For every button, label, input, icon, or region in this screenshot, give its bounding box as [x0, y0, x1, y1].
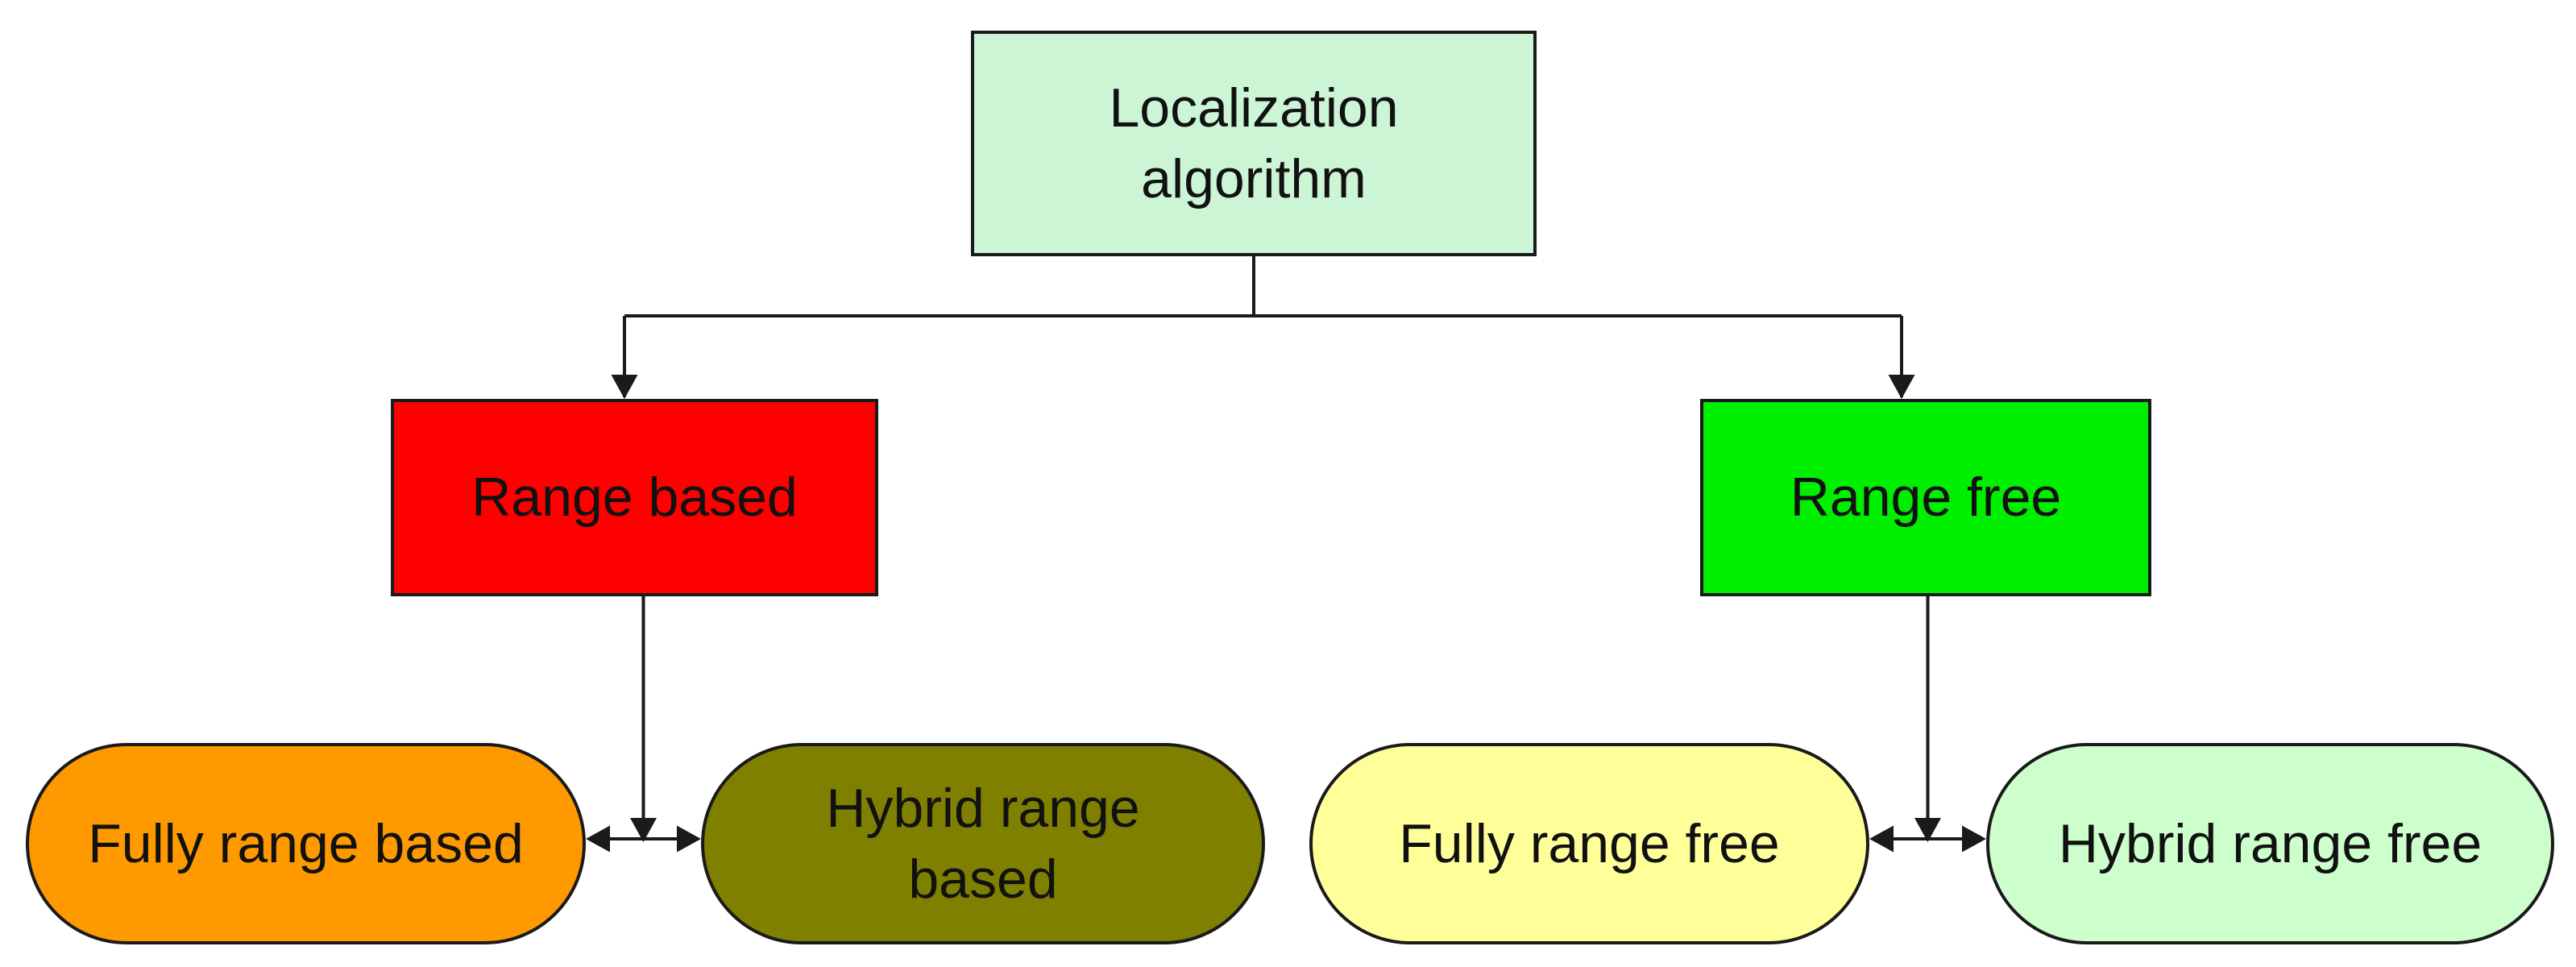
- node-range-free: Range free: [1700, 399, 2151, 596]
- node-label-hybrid-range-free: Hybrid range free: [2058, 812, 2483, 874]
- arrowhead-hybrid-range-free: [1962, 825, 1986, 853]
- node-hybrid-range-free: Hybrid range free: [1986, 743, 2554, 944]
- node-label-fully-range-based: Fully range based: [88, 812, 524, 874]
- node-fully-range-free: Fully range free: [1309, 743, 1869, 944]
- node-label-hybrid-range-based: Hybrid range based: [826, 777, 1140, 910]
- arrowhead-range-free-pair: [1914, 818, 1941, 842]
- arrowhead-range-based: [611, 375, 638, 399]
- node-fully-range-based: Fully range based: [26, 743, 586, 944]
- edges: [586, 256, 1986, 853]
- node-range-based: Range based: [391, 399, 878, 596]
- node-label-localization-algorithm: Localization algorithm: [1109, 77, 1399, 210]
- node-label-fully-range-free: Fully range free: [1399, 812, 1780, 874]
- arrowhead-range-free: [1888, 375, 1915, 399]
- node-label-range-free: Range free: [1790, 467, 2062, 529]
- arrowhead-fully-range-based: [586, 825, 610, 853]
- node-localization-algorithm: Localization algorithm: [971, 31, 1537, 256]
- arrowhead-hybrid-range-based: [677, 825, 701, 853]
- arrowhead-range-based-pair: [630, 818, 657, 842]
- node-hybrid-range-based: Hybrid range based: [701, 743, 1265, 944]
- arrowhead-fully-range-free: [1869, 825, 1894, 853]
- node-label-range-based: Range based: [471, 467, 798, 529]
